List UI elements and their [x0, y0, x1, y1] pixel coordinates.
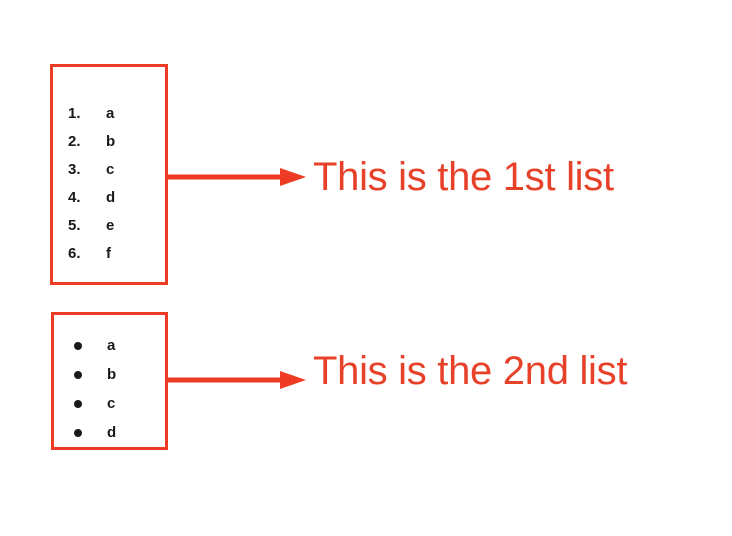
- list-item-text: f: [106, 245, 111, 262]
- list-item-text: b: [106, 133, 116, 150]
- list-item-text: c: [106, 161, 115, 178]
- bullet-icon: [74, 428, 82, 437]
- ordered-list-box: 1. a 2. b 3. c 4. d 5. e 6. f: [50, 64, 168, 285]
- list-item-marker: 3.: [68, 161, 81, 178]
- unordered-list-box: a b c d: [51, 312, 168, 450]
- list-item-text: d: [106, 189, 116, 206]
- list-item-text: c: [107, 395, 116, 412]
- first-list-label: This is the 1st list: [313, 155, 614, 199]
- list-item-text: e: [106, 217, 115, 234]
- list-item-marker: 6.: [68, 245, 81, 262]
- list-item-marker: 5.: [68, 217, 81, 234]
- list-item-text: a: [107, 337, 116, 354]
- list-item-marker: 2.: [68, 133, 81, 150]
- list-item-text: d: [107, 424, 117, 441]
- list-item-text: b: [107, 366, 117, 383]
- list-item-marker: 4.: [68, 189, 81, 206]
- list-item-text: a: [106, 105, 115, 122]
- bullet-icon: [74, 370, 82, 379]
- bullet-icon: [74, 341, 82, 350]
- arrow-right-icon: [166, 166, 306, 188]
- bullet-icon: [74, 399, 82, 408]
- list-item-marker: 1.: [68, 105, 81, 122]
- arrow-right-icon: [166, 369, 306, 391]
- second-list-label: This is the 2nd list: [313, 349, 628, 393]
